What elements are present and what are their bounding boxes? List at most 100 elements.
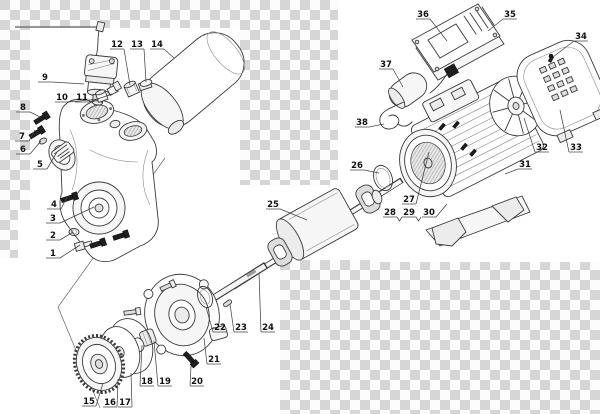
fan-cover-33 [516, 39, 600, 144]
leader-32 [523, 117, 536, 153]
shaft-key-23 [223, 299, 233, 308]
o-ring-26 [372, 164, 394, 192]
barb-fitting-5 [51, 141, 75, 163]
leader-21 [203, 337, 208, 365]
group-callout-28-29-30 [396, 203, 448, 222]
leader-25 [279, 208, 308, 221]
pump-body-drawing [48, 98, 159, 263]
leader-13 [143, 48, 147, 83]
priming-plug-fitting [95, 89, 109, 104]
seal-ring-2 [68, 228, 80, 236]
bolt-8 [33, 110, 51, 125]
leader-12 [123, 48, 131, 86]
part-label-26: 26 [351, 161, 363, 171]
stator-front-face [399, 128, 457, 198]
part-label-28: 28 [384, 208, 396, 218]
part-label-9: 9 [42, 73, 48, 83]
leader-10 [68, 98, 100, 103]
capacitor-wire-38 [379, 101, 405, 130]
leader-8 [29, 111, 41, 118]
motor-group [379, 3, 600, 247]
part-label-22: 22 [214, 323, 226, 333]
gasket-22 [196, 285, 214, 309]
leader-6 [29, 140, 42, 155]
part-label-19: 19 [159, 377, 171, 387]
flange-bolt-top [159, 279, 177, 292]
leader-14 [163, 48, 175, 59]
part-label-29: 29 [403, 208, 415, 218]
leader-11 [88, 93, 113, 103]
leader-35 [487, 18, 504, 32]
part-label-5: 5 [37, 160, 43, 170]
motor-foot-front [431, 217, 467, 247]
part-label-6: 6 [20, 145, 26, 155]
leader-20 [189, 365, 192, 387]
part-label-16: 16 [104, 398, 116, 408]
rotor-core-25 [275, 188, 359, 261]
part-label-2: 2 [50, 231, 56, 241]
part-label-13: 13 [131, 40, 143, 50]
part-label-23: 23 [235, 323, 247, 333]
cable-gland [443, 63, 460, 79]
part-label-21: 21 [208, 355, 220, 365]
part-label-8: 8 [20, 103, 26, 113]
part-label-14: 14 [151, 40, 163, 50]
leader-37 [392, 68, 404, 88]
terminal-box-36 [411, 3, 505, 94]
leader-31 [504, 168, 519, 175]
part-label-25: 25 [267, 200, 279, 210]
tank-port-fitting [137, 79, 153, 92]
leader-9 [51, 81, 85, 85]
pump-cover-21 [143, 273, 228, 357]
part-label-35: 35 [504, 10, 516, 20]
bolt-lower-a [89, 237, 108, 249]
cover-screw-34 [547, 53, 555, 63]
part-label-24: 24 [262, 323, 274, 333]
leader-15 [95, 382, 104, 407]
leader-24 [258, 272, 262, 333]
leader-16 [116, 378, 119, 408]
part-label-12: 12 [111, 40, 123, 50]
leader-34 [552, 40, 575, 58]
flange-bolt-left [123, 306, 142, 316]
leader-5 [46, 151, 58, 170]
leader-7 [28, 129, 36, 142]
bolt-lower-b [112, 229, 131, 241]
top-port-1 [79, 100, 115, 124]
part-label-27: 27 [403, 195, 415, 205]
top-divider-and-wire [15, 20, 106, 57]
leader-3 [59, 206, 95, 224]
bearing-front [267, 237, 293, 267]
bolt-20 [182, 351, 200, 369]
part-label-15: 15 [83, 397, 95, 407]
elbow-fitting [106, 80, 123, 97]
volute-face [72, 181, 126, 235]
hex-fitting [123, 80, 141, 98]
leader-27 [415, 151, 430, 205]
leader-18 [139, 344, 143, 387]
part-label-20: 20 [191, 377, 203, 387]
terminal-screws [438, 120, 477, 157]
drain-plug-1 [73, 240, 93, 252]
leader-4 [60, 196, 68, 210]
leader-38 [368, 123, 385, 128]
wire-connector [95, 20, 106, 33]
leader-17 [130, 372, 133, 408]
pressure-tank-drawing [140, 31, 245, 135]
part-label-34: 34 [575, 32, 587, 42]
washer-small [371, 189, 383, 205]
motor-foot-rear [491, 196, 525, 223]
part-label-30: 30 [423, 208, 435, 218]
part-label-1: 1 [50, 249, 56, 259]
leader-19 [153, 340, 159, 387]
part-label-17: 17 [119, 398, 131, 408]
part-label-33: 33 [570, 143, 582, 153]
bolt-4 [60, 191, 80, 203]
seal-cover-group [72, 262, 268, 394]
impeller-15 [72, 334, 126, 394]
part-label-18: 18 [141, 377, 153, 387]
